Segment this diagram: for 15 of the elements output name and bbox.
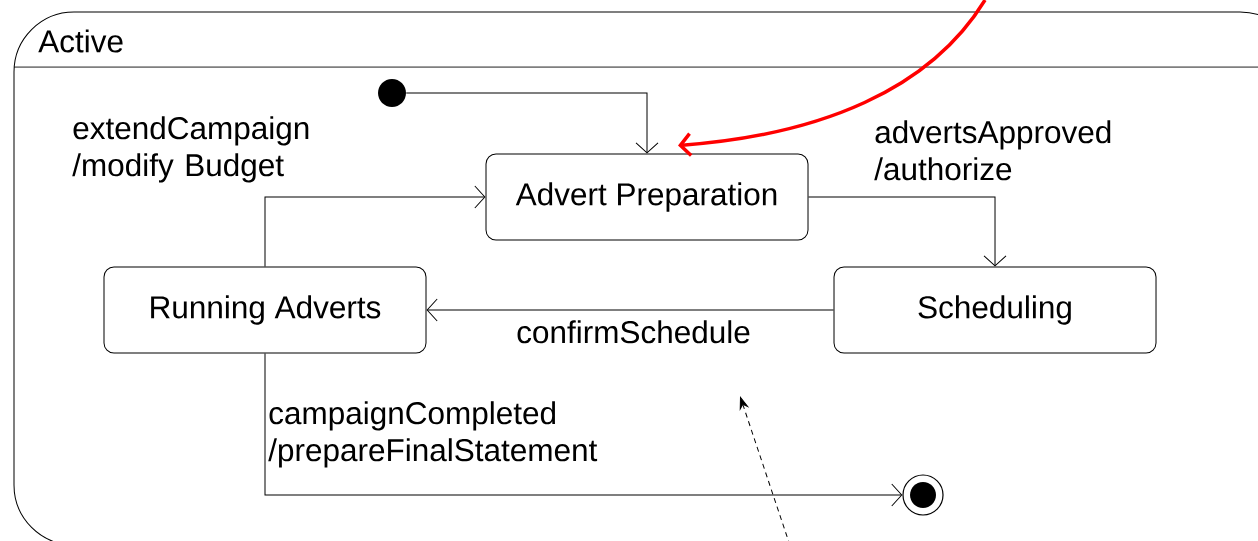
edge-label: confirmSchedule bbox=[517, 320, 750, 344]
state-box: Advert Preparation bbox=[485, 153, 809, 241]
final-state-symbol bbox=[902, 474, 944, 516]
transition-arrow bbox=[264, 353, 903, 507]
edge-label: advertsApproved /authorize bbox=[874, 120, 1111, 181]
initial-state-dot bbox=[378, 79, 406, 107]
transition-arrow bbox=[426, 298, 834, 322]
transition-arrow bbox=[808, 196, 1007, 267]
state-box: Scheduling bbox=[833, 266, 1157, 354]
edge-label: extendCampaign /modify Budget bbox=[72, 116, 309, 183]
transition-arrow bbox=[264, 185, 486, 267]
arrow bbox=[678, 0, 987, 157]
state-box: Running Adverts bbox=[103, 266, 427, 354]
edge-label: campaignCompleted /prepareFinalStatement bbox=[268, 401, 598, 468]
transition-arrow bbox=[405, 92, 659, 154]
